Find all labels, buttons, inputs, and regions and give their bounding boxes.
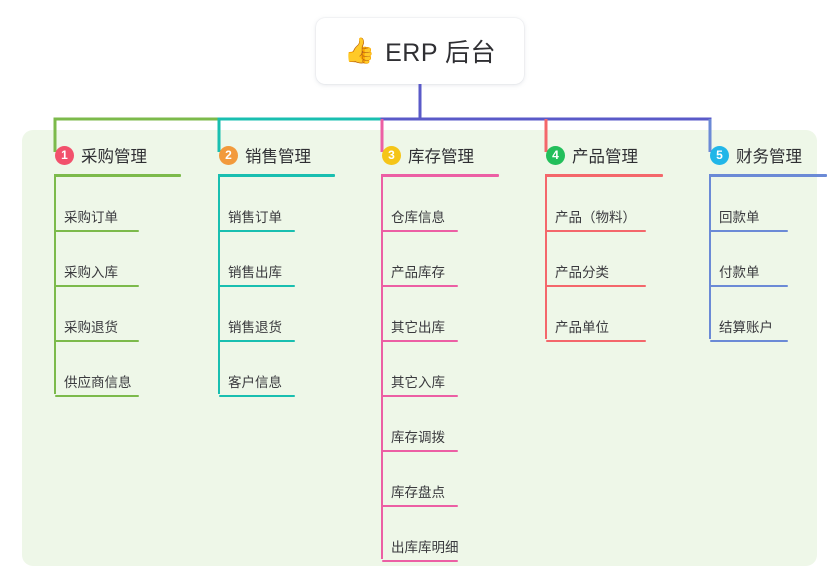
leaf-item-label: 销售订单 [228, 210, 282, 225]
leaf-item[interactable]: 供应商信息 [36, 342, 181, 397]
leaf-item[interactable]: 回款单 [691, 177, 827, 232]
thumbs-up-emoji: 👍 [343, 36, 376, 65]
branch-badge-4: 4 [546, 145, 565, 165]
branch-badge-5: 5 [710, 145, 729, 165]
leaf-item-underline [382, 230, 458, 232]
leaf-item[interactable]: 客户信息 [200, 342, 335, 397]
root-node[interactable]: 👍 ERP 后台 [316, 18, 524, 84]
leaf-item-label: 采购订单 [64, 210, 118, 225]
leaf-item[interactable]: 出库库明细 [363, 507, 499, 562]
leaf-item-underline [382, 560, 458, 562]
leaf-item[interactable]: 其它出库 [363, 287, 499, 342]
leaf-item-underline [546, 230, 646, 232]
leaf-item-label: 销售出库 [228, 265, 282, 280]
leaf-item-underline [219, 340, 295, 342]
leaf-item[interactable]: 付款单 [691, 232, 827, 287]
leaf-item-label: 出库库明细 [391, 540, 459, 555]
branch-underline-1 [55, 174, 181, 177]
leaf-item-underline [382, 505, 458, 507]
branch-header-1[interactable]: 1 采购管理 [36, 142, 181, 168]
branch-header-3[interactable]: 3 库存管理 [363, 142, 499, 168]
leaf-item-underline [55, 230, 139, 232]
leaf-item-underline [219, 395, 295, 397]
leaf-item-underline [219, 285, 295, 287]
leaf-item-underline [546, 340, 646, 342]
leaf-item-underline [546, 285, 646, 287]
leaf-item-label: 供应商信息 [64, 375, 132, 390]
leaf-item-underline [382, 340, 458, 342]
leaf-item-underline [382, 395, 458, 397]
leaf-item-underline [382, 450, 458, 452]
branch-underline-2 [219, 174, 335, 177]
leaf-item-underline [55, 395, 139, 397]
root-node-label: ERP 后台 [385, 39, 497, 67]
leaf-item[interactable]: 销售出库 [200, 232, 335, 287]
leaf-item-label: 付款单 [719, 265, 760, 280]
branch-badge-2: 2 [219, 145, 238, 165]
leaf-item-underline [55, 340, 139, 342]
diagram-panel [22, 130, 817, 566]
leaf-item[interactable]: 其它入库 [363, 342, 499, 397]
leaf-item-underline [219, 230, 295, 232]
leaf-item-label: 销售退货 [228, 320, 282, 335]
branch-title-1: 采购管理 [81, 148, 147, 166]
branch-title-3: 库存管理 [408, 148, 474, 166]
leaf-item-underline [55, 285, 139, 287]
leaf-item[interactable]: 采购入库 [36, 232, 181, 287]
leaf-item-label: 采购退货 [64, 320, 118, 335]
leaf-item[interactable]: 产品单位 [527, 287, 663, 342]
leaf-item[interactable]: 销售退货 [200, 287, 335, 342]
branch-column-5: 5 财务管理回款单付款单结算账户 [691, 142, 827, 342]
branch-column-1: 1 采购管理采购订单采购入库采购退货供应商信息 [36, 142, 181, 397]
leaf-item[interactable]: 产品（物料） [527, 177, 663, 232]
leaf-item-label: 其它入库 [391, 375, 445, 390]
leaf-item[interactable]: 采购退货 [36, 287, 181, 342]
leaf-item-label: 产品分类 [555, 265, 609, 280]
branch-title-4: 产品管理 [572, 148, 638, 166]
leaf-item-underline [710, 340, 788, 342]
leaf-item-underline [710, 285, 788, 287]
leaf-item-label: 客户信息 [228, 375, 282, 390]
leaf-item-label: 库存盘点 [391, 485, 445, 500]
branch-column-3: 3 库存管理仓库信息产品库存其它出库其它入库库存调拨库存盘点出库库明细 [363, 142, 499, 562]
branch-title-5: 财务管理 [736, 148, 802, 166]
leaf-item[interactable]: 产品分类 [527, 232, 663, 287]
branch-column-4: 4 产品管理产品（物料） 产品分类产品单位 [527, 142, 663, 342]
leaf-item-label: 产品单位 [555, 320, 609, 335]
leaf-item[interactable]: 结算账户 [691, 287, 827, 342]
leaf-item-label: 其它出库 [391, 320, 445, 335]
leaf-item-label: 产品（物料） [555, 210, 636, 225]
leaf-item-label: 仓库信息 [391, 210, 445, 225]
branch-header-5[interactable]: 5 财务管理 [691, 142, 827, 168]
leaf-item-underline [710, 230, 788, 232]
branch-underline-3 [382, 174, 499, 177]
leaf-item-label: 结算账户 [719, 320, 773, 335]
branch-badge-1: 1 [55, 145, 74, 165]
leaf-item[interactable]: 销售订单 [200, 177, 335, 232]
leaf-item-label: 产品库存 [391, 265, 445, 280]
leaf-item-underline [382, 285, 458, 287]
leaf-item-label: 采购入库 [64, 265, 118, 280]
leaf-item-label: 回款单 [719, 210, 760, 225]
branch-underline-4 [546, 174, 663, 177]
branch-title-2: 销售管理 [245, 148, 311, 166]
branch-header-2[interactable]: 2 销售管理 [200, 142, 335, 168]
leaf-item[interactable]: 产品库存 [363, 232, 499, 287]
leaf-item[interactable]: 仓库信息 [363, 177, 499, 232]
leaf-item[interactable]: 采购订单 [36, 177, 181, 232]
branch-column-2: 2 销售管理销售订单销售出库销售退货客户信息 [200, 142, 335, 397]
branch-badge-3: 3 [382, 145, 401, 165]
leaf-item-label: 库存调拨 [391, 430, 445, 445]
leaf-item[interactable]: 库存盘点 [363, 452, 499, 507]
branch-underline-5 [710, 174, 827, 177]
leaf-item[interactable]: 库存调拨 [363, 397, 499, 452]
branch-header-4[interactable]: 4 产品管理 [527, 142, 663, 168]
